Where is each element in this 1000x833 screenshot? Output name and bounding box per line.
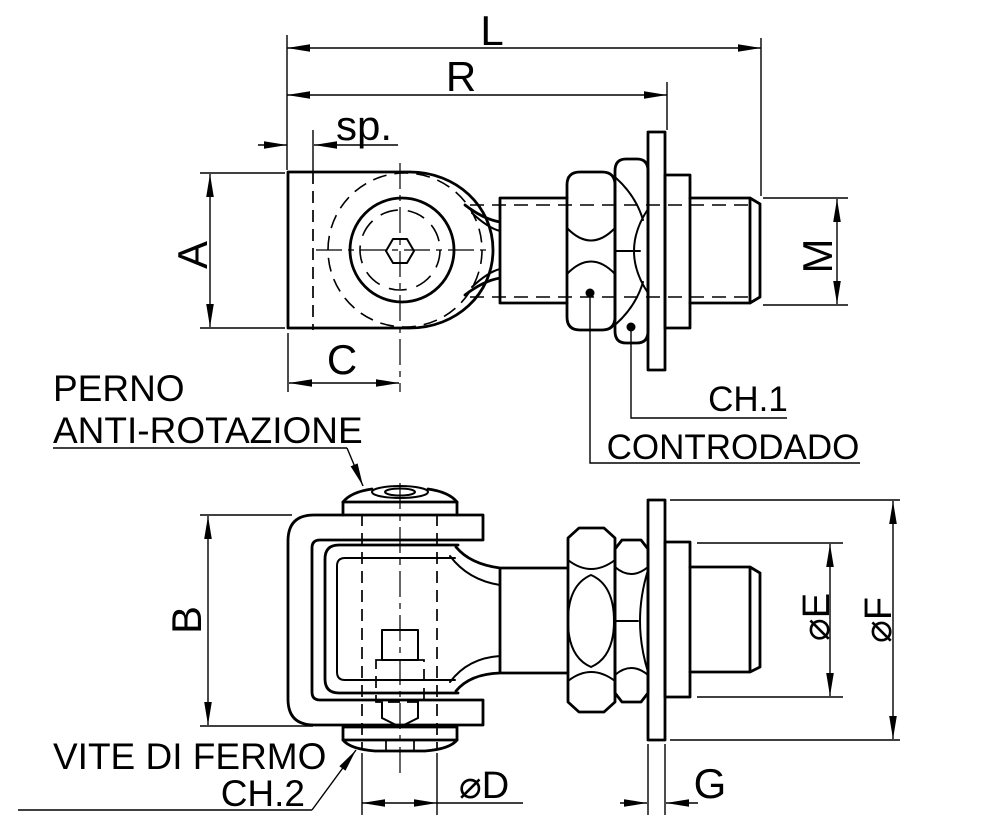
vite-leader-arrow — [311, 749, 357, 811]
dim-label-G: G — [694, 760, 727, 807]
hex-socket-icon — [385, 238, 415, 264]
set-screw-hidden — [361, 483, 438, 778]
threaded-stud-top — [463, 196, 762, 305]
callout-vite-di-fermo: VITE DI FERMO — [53, 736, 326, 777]
dim-label-F: ⌀F — [858, 597, 900, 643]
pin-hole-hidden-lines — [361, 514, 438, 750]
extension-lines-front — [200, 499, 900, 815]
callout-controdado: CONTRODADO — [607, 428, 860, 467]
bearing-nut-front — [613, 538, 650, 704]
callout-ch2: CH.2 — [221, 773, 305, 814]
extension-lines-top — [200, 35, 848, 392]
hinge-body-inner-contour — [336, 557, 456, 681]
washer-plate-top — [646, 130, 667, 372]
retaining-screw-dome — [341, 738, 459, 753]
neck-cone — [463, 196, 569, 305]
callouts-top: CH.1 CONTRODADO — [585, 288, 860, 467]
locknut-front-outline — [566, 526, 617, 714]
dim-label-E: ⌀E — [796, 593, 838, 641]
callout-perno-line1: PERNO — [53, 368, 185, 409]
body-cone-inner — [449, 555, 501, 683]
locknut-front — [566, 526, 617, 714]
top-view: L R sp. A C M CH.1 CONTRODADO — [169, 7, 860, 467]
thread-end — [688, 196, 762, 305]
bearing-nut-front-facets — [614, 566, 649, 676]
callout-perno-line2: ANTI-ROTAZIONE — [53, 410, 363, 451]
dim-label-R: R — [446, 53, 476, 100]
eye-plate-outline — [286, 170, 495, 330]
dim-label-C: C — [327, 336, 357, 383]
locknut-facets — [566, 227, 616, 275]
locknut-outline — [565, 170, 617, 332]
u-bracket — [286, 513, 485, 727]
bearing-nut-front-outline — [613, 538, 650, 704]
thread-hidden-lines — [470, 204, 752, 298]
controdado-leader-line — [589, 293, 860, 464]
front-view: B ⌀D G ⌀E ⌀F PERNO ANTI-ROTAZIONE VITE D… — [18, 368, 900, 815]
locknut-front-barrel — [567, 574, 615, 668]
retaining-screw — [341, 725, 459, 753]
dimensions-front: B ⌀D G ⌀E ⌀F — [163, 499, 900, 815]
bushing-front — [663, 540, 692, 699]
dim-label-L: L — [480, 7, 503, 54]
dim-label-sp: sp. — [336, 102, 392, 149]
bearing-nut-facets — [614, 177, 649, 325]
dim-label-D: ⌀D — [459, 765, 509, 807]
set-screw-shank — [381, 701, 419, 719]
body-cone — [454, 545, 569, 693]
dim-label-A: A — [169, 241, 216, 269]
bushing-top — [663, 173, 692, 330]
neck-cone-inner — [471, 212, 501, 288]
dim-label-M: M — [794, 239, 841, 274]
callouts-front: PERNO ANTI-ROTAZIONE VITE DI FERMO CH.2 — [18, 368, 364, 814]
retaining-screw-hidden — [385, 740, 415, 750]
dim-label-B: B — [163, 606, 210, 634]
dimensions-top: L R sp. A C M — [169, 7, 848, 392]
perno-leader-arrow — [346, 447, 364, 487]
hinge-eye-plate — [286, 130, 495, 392]
thread-end-front — [688, 565, 762, 674]
set-screw-body-hidden — [375, 659, 425, 703]
hinge-body-outline — [323, 543, 460, 695]
ch1-leader-line — [630, 327, 787, 419]
pin-dome — [341, 487, 459, 504]
washer-plate-front — [646, 498, 667, 742]
bearing-nut-top — [613, 157, 650, 345]
retaining-screw-flange — [341, 725, 459, 742]
locknut-top — [565, 170, 617, 332]
u-bracket-outline — [286, 513, 485, 727]
callout-ch1: CH.1 — [708, 380, 788, 419]
hinge-body — [323, 543, 569, 695]
locknut-front-facets — [567, 559, 616, 682]
